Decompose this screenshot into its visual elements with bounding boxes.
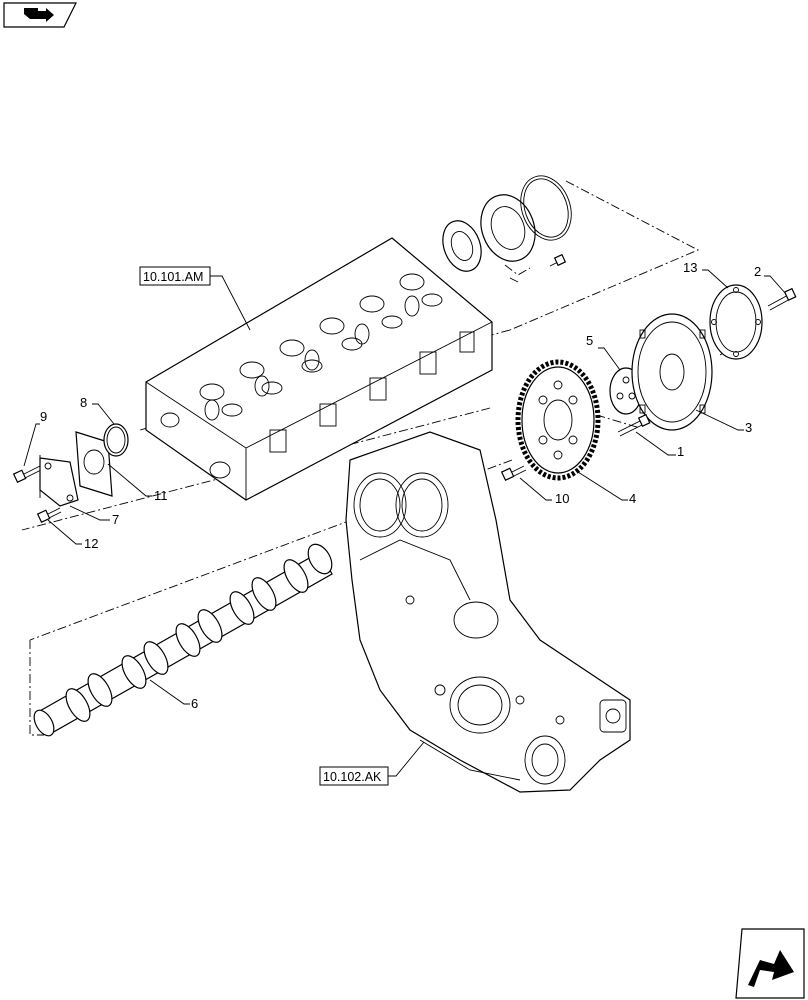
callout-1: 1 bbox=[635, 431, 684, 459]
callout-10: 10 bbox=[519, 477, 569, 506]
callout-11: 11 bbox=[107, 463, 168, 503]
cover-plate bbox=[39, 457, 79, 507]
plate-gasket bbox=[75, 431, 113, 497]
bolt-12 bbox=[36, 507, 62, 524]
callout-label: 8 bbox=[80, 395, 87, 410]
reference-gear-housing: 10.102.AK bbox=[323, 770, 382, 784]
rear-cover-assembly bbox=[442, 175, 572, 272]
callout-label: 3 bbox=[745, 420, 752, 435]
callout-8: 8 bbox=[80, 395, 115, 425]
gear-housing bbox=[345, 431, 631, 793]
callout-13: 13 bbox=[683, 260, 729, 289]
gasket-ring bbox=[709, 284, 763, 360]
callout-label: 9 bbox=[40, 409, 47, 424]
next-page-icon[interactable] bbox=[735, 928, 805, 999]
callout-label: 6 bbox=[191, 696, 198, 711]
callout-6: 6 bbox=[149, 679, 198, 711]
callout-label: 4 bbox=[629, 491, 636, 506]
cylinder-head bbox=[145, 237, 493, 501]
reference-box-cylinder-head[interactable]: 10.101.AM bbox=[139, 266, 251, 331]
callout-5: 5 bbox=[586, 333, 621, 371]
bolt-9 bbox=[12, 465, 42, 484]
callout-7: 7 bbox=[69, 505, 119, 527]
callout-4: 4 bbox=[577, 471, 636, 506]
callout-3: 3 bbox=[695, 409, 752, 435]
callout-label: 2 bbox=[754, 264, 761, 279]
callout-label: 1 bbox=[677, 444, 684, 459]
callout-label: 13 bbox=[683, 260, 697, 275]
camshaft-gear bbox=[515, 359, 601, 481]
callout-label: 12 bbox=[84, 536, 98, 551]
callout-label: 10 bbox=[555, 491, 569, 506]
reference-box-gear-housing[interactable]: 10.102.AK bbox=[319, 741, 425, 786]
previous-page-icon[interactable] bbox=[3, 2, 77, 28]
callout-label: 7 bbox=[112, 512, 119, 527]
camshaft bbox=[33, 543, 333, 737]
bolt-10 bbox=[500, 465, 527, 482]
reference-cylinder-head: 10.101.AM bbox=[143, 270, 203, 284]
callout-label: 5 bbox=[586, 333, 593, 348]
callout-12: 12 bbox=[47, 519, 98, 551]
bolt-1 bbox=[617, 413, 651, 437]
callout-9: 9 bbox=[23, 409, 47, 467]
o-ring bbox=[103, 423, 129, 457]
bolt-2 bbox=[767, 287, 797, 311]
callout-label: 11 bbox=[154, 488, 168, 503]
callout-2: 2 bbox=[754, 264, 787, 295]
tone-wheel bbox=[631, 313, 713, 431]
